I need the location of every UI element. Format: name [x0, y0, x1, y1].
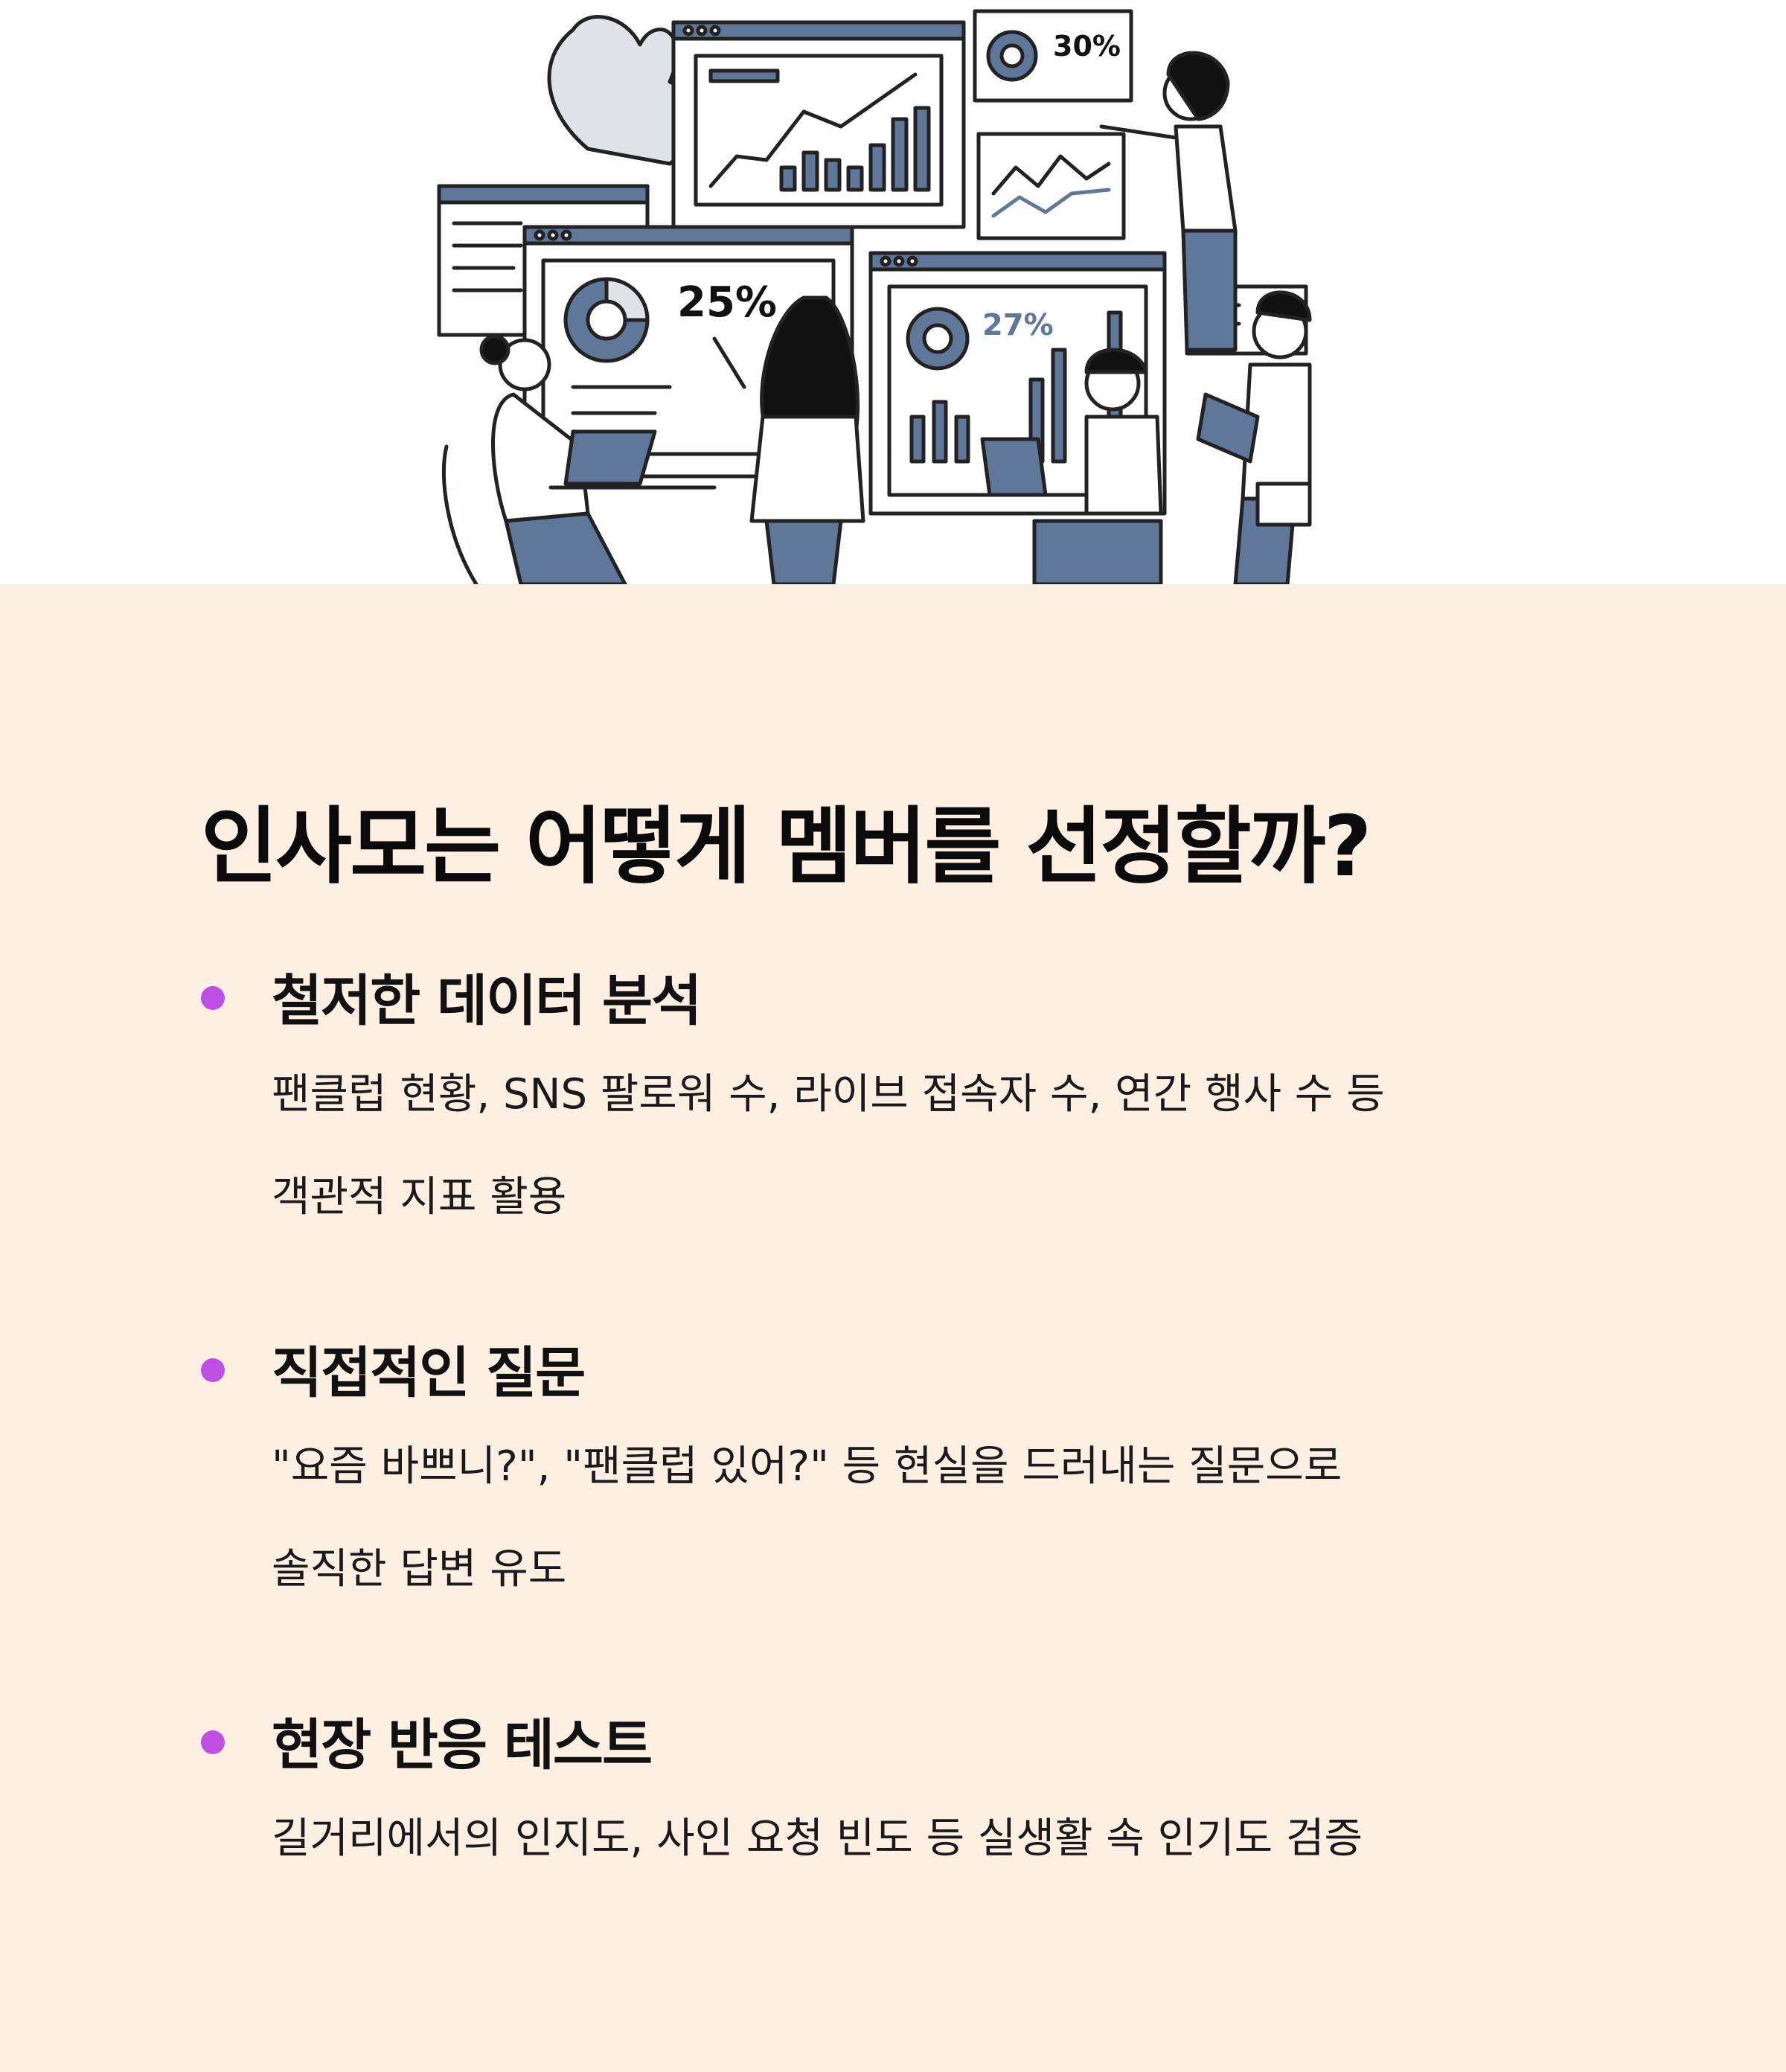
team-analytics-illustration: 30% 25% 27% — [437, 9, 1312, 584]
section-heading: 철저한 데이터 분석 — [272, 969, 702, 1033]
chart-label-25: 25% — [677, 278, 777, 327]
section-text-line: 객관적 지표 활용 — [272, 1173, 567, 1221]
bullet-dot — [201, 1358, 225, 1382]
section-text-line: 팬클럽 현황, SNS 팔로워 수, 라이브 접속자 수, 연간 행사 수 등 — [272, 1070, 1385, 1119]
section-text-line: 길거리에서의 인지도, 사인 요청 빈도 등 실생활 속 인기도 검증 — [272, 1814, 1363, 1863]
bullet-dot — [201, 986, 225, 1010]
chart-label-30: 30% — [1053, 30, 1121, 63]
section-text-line: 솔직한 답변 유도 — [272, 1545, 567, 1593]
section-heading: 현장 반응 테스트 — [272, 1713, 653, 1777]
bullet-dot — [201, 1730, 225, 1754]
hero-illustration: 30% 25% 27% — [0, 0, 1786, 584]
section-heading: 직접적인 질문 — [272, 1341, 586, 1405]
content-panel: 인사모는 어떻게 멤버를 선정할까? 철저한 데이터 분석 팬클럽 현황, SN… — [0, 584, 1786, 2072]
section-text-line: "요즘 바쁘니?", "팬클럽 있어?" 등 현실을 드러내는 질문으로 — [272, 1442, 1342, 1491]
chart-label-27: 27% — [982, 308, 1054, 342]
page-title: 인사모는 어떻게 멤버를 선정할까? — [201, 799, 1372, 895]
